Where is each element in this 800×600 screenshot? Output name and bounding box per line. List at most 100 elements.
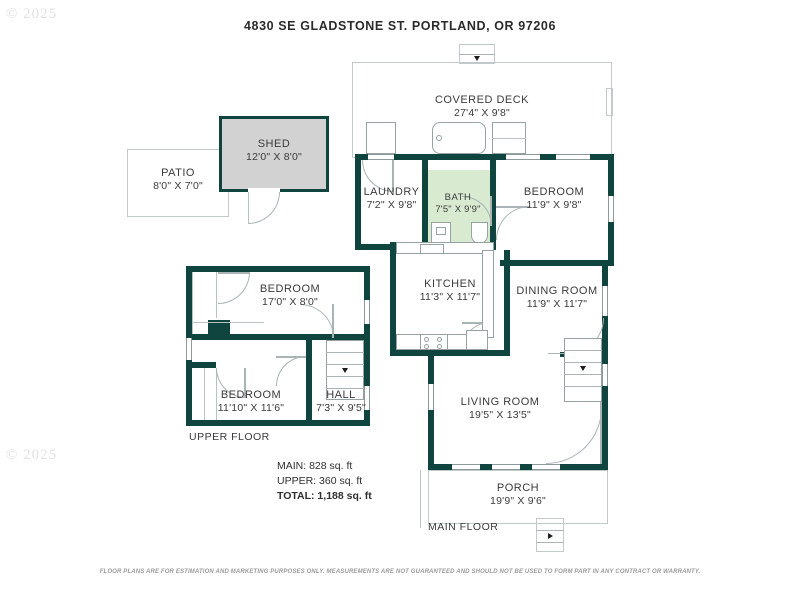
disclaimer-text: FLOOR PLANS ARE FOR ESTIMATION AND MARKE… — [99, 569, 701, 575]
upper-closet-line-top — [192, 272, 193, 334]
dining-room-label: DINING ROOM 11'9" X 11'7" — [510, 285, 604, 311]
kitchen-name: KITCHEN — [424, 278, 476, 290]
bath-wall-left — [422, 160, 428, 250]
upper-wall-top — [186, 266, 370, 272]
stair-tread-4 — [564, 386, 602, 387]
upper-stair-direction-arrow-icon — [342, 368, 348, 373]
porch-step-direction-arrow-icon — [548, 533, 553, 539]
bath-wall-right — [490, 160, 496, 246]
porch-label: PORCH 19'9" X 9'6" — [428, 482, 608, 508]
living-room-name: LIVING ROOM — [460, 396, 540, 408]
upper-stair-tread-3 — [326, 376, 364, 377]
upper-bedroom1-label: BEDROOM 17'0" X 8'0" — [214, 283, 366, 309]
porch-entry-door-panel — [600, 402, 602, 464]
bath-sink-basin-icon — [436, 227, 446, 235]
laundry-appliance-fixture — [366, 122, 396, 154]
kitchen-counter-top — [396, 242, 494, 254]
bedroom-main-dims: 11'9" X 9'8" — [526, 199, 582, 212]
patio-dims: 8'0" X 7'0" — [153, 180, 203, 193]
shed-outline — [219, 116, 329, 192]
upper-closet-line-left-lower — [204, 368, 205, 420]
window-bedroom-main-top-2 — [556, 154, 590, 160]
shed-door-panel — [248, 192, 249, 224]
covered-deck-dims: 27'4" X 9'8" — [454, 107, 510, 120]
covered-deck-label: COVERED DECK 27'4" X 9'8" — [352, 94, 612, 120]
window-bedroom-main-right — [608, 196, 614, 222]
window-living-bottom-3 — [532, 464, 560, 470]
upper-hall-name: HALL — [326, 389, 356, 401]
shed-door-swing-icon — [248, 192, 280, 224]
upper-bedroom2-door-panel — [276, 356, 306, 358]
porch-dims: 19'9" X 9'6" — [490, 495, 546, 508]
page-title: 4830 SE GLADSTONE ST. PORTLAND, OR 97206 — [243, 19, 557, 33]
area-main: MAIN: 828 sq. ft — [277, 460, 353, 472]
upper-hall-divider-wall — [306, 340, 312, 426]
kitchen-counter-right — [482, 250, 494, 338]
bathtub-fixture — [432, 122, 486, 154]
copyright-watermark-top: © 2025 — [6, 6, 58, 22]
deck-stair-direction-arrow-icon — [474, 56, 480, 61]
porch-step-line-2 — [536, 542, 564, 543]
laundry-label: LAUNDRY 7'2" X 9'8" — [355, 186, 428, 212]
kitchen-label: KITCHEN 11'3" X 11'7" — [396, 278, 504, 304]
kitchen-refrigerator-fixture — [466, 330, 488, 350]
bath-name: BATH — [444, 192, 472, 203]
bath-label: BATH 7'5" X 9'9" — [418, 192, 498, 215]
bedroom-main-name: BEDROOM — [523, 186, 585, 198]
upper-bedroom2-dims: 11'10" X 11'6" — [217, 402, 285, 415]
kitchen-burner-4-icon — [437, 344, 442, 349]
living-room-dims: 19'5" X 13'5" — [469, 409, 531, 422]
laundry-name: LAUNDRY — [363, 186, 420, 198]
laundry-door-panel — [392, 160, 394, 192]
kitchen-wall-bottom — [390, 350, 510, 356]
window-living-bottom-2 — [492, 464, 520, 470]
kitchen-burner-3-icon — [424, 344, 429, 349]
main-wall-top — [355, 154, 614, 160]
main-wall-left-upper — [390, 242, 396, 356]
window-living-bottom-1 — [452, 464, 480, 470]
porch-steps — [536, 518, 564, 552]
shed-name: SHED — [257, 138, 291, 150]
upper-landing-line — [192, 322, 264, 323]
stair-tread-3 — [564, 374, 602, 375]
porch-apron-line — [420, 470, 421, 528]
upper-bedroom2-label: BEDROOM 11'10" X 11'6" — [196, 389, 306, 415]
bedroom-main-wall-bottom — [500, 260, 614, 266]
upper-closet-door-panel — [244, 368, 246, 398]
porch-outline — [428, 470, 608, 524]
kitchen-burner-2-icon — [437, 337, 442, 342]
porch-step-line-1 — [536, 530, 564, 531]
laundry-dims: 7'2" X 9'8" — [366, 199, 417, 212]
bath-door-panel — [490, 196, 492, 226]
porch-name: PORCH — [496, 482, 540, 494]
covered-deck-name: COVERED DECK — [434, 94, 530, 106]
upper-stair-tread-2 — [326, 364, 364, 365]
shed-door-opening — [248, 188, 280, 193]
window-upper-bedroom2-left — [186, 338, 192, 360]
dining-room-name: DINING ROOM — [516, 285, 598, 297]
bedroom-main-door-panel — [496, 206, 530, 208]
deck-stair-tread — [459, 54, 495, 55]
upper-stair-tread-4 — [326, 388, 364, 389]
laundry-wall-bottom — [355, 244, 428, 250]
copyright-watermark-middle: © 2025 — [6, 447, 58, 463]
upper-wall-right — [364, 266, 370, 426]
kitchen-dims: 11'3" X 11'7" — [419, 291, 481, 304]
stair-tread-1 — [564, 350, 602, 351]
upper-closet-line-left-lower-2 — [216, 368, 217, 420]
area-upper: UPPER: 360 sq. ft — [277, 474, 363, 487]
linen-closet-shelf — [492, 138, 526, 139]
upper-floor-label: UPPER FLOOR — [189, 431, 270, 443]
laundry-wall-left — [355, 154, 361, 250]
upper-bedroom1-door-panel — [218, 272, 250, 274]
upper-hall-dims: 7'3" X 9'5" — [316, 402, 366, 415]
upper-hall-label: HALL 7'3" X 9'5" — [312, 389, 370, 415]
upper-closet-wall-stub — [186, 362, 216, 368]
deck-rail-notch — [606, 88, 613, 116]
main-stair-direction-arrow-icon — [580, 366, 586, 371]
window-living-right — [602, 364, 608, 386]
kitchen-burner-1-icon — [424, 337, 429, 342]
shed-dims: 12'0" X 8'0" — [246, 151, 302, 164]
stair-tread-2 — [564, 362, 602, 363]
upper-bedroom1-dims: 17'0" X 8'0" — [262, 296, 318, 309]
